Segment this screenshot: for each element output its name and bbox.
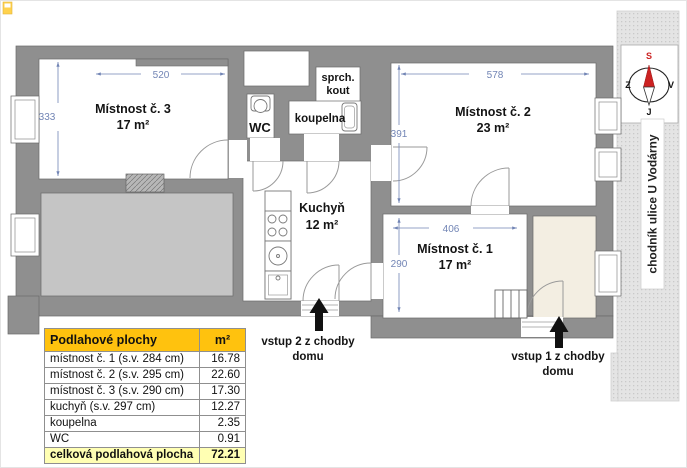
row-value: 2.35 <box>199 415 246 432</box>
fixtures <box>250 95 528 319</box>
table-row: kuchyň (s.v. 297 cm) 12.27 <box>44 399 246 416</box>
total-label: celková podlahová plocha <box>44 447 200 464</box>
dim-room3-height: 333 <box>39 112 56 123</box>
kitchen-area: 12 m² <box>306 218 339 232</box>
compass-east-label: V <box>668 80 674 90</box>
dim-room1-width: 406 <box>443 224 460 235</box>
row-label: místnost č. 2 (s.v. 295 cm) <box>44 367 200 384</box>
row-value: 17.30 <box>199 383 246 400</box>
room3-floor <box>38 58 229 180</box>
shaft-recess <box>243 50 310 87</box>
compass-north-label: S <box>646 51 652 61</box>
stove <box>264 210 292 242</box>
street-label: chodník ulice U Vodárny <box>640 118 665 290</box>
windows <box>10 95 622 297</box>
window-neighbor <box>10 213 40 257</box>
table-header-row: Podlahové plochy m² <box>44 328 246 352</box>
compass-needle-south <box>642 86 656 107</box>
room3-area: 17 m² <box>117 118 150 132</box>
dimension-labels: 520 333 578 391 406 290 <box>39 70 504 270</box>
room1-area: 17 m² <box>439 258 472 272</box>
compass-west-label: Z <box>625 80 631 90</box>
dim-room1-height: 290 <box>391 259 408 270</box>
row-value: 12.27 <box>199 399 246 416</box>
table-row: místnost č. 2 (s.v. 295 cm) 22.60 <box>44 367 246 384</box>
total-value: 72.21 <box>199 447 246 464</box>
room2-name: Místnost č. 2 <box>455 105 531 119</box>
row-value: 0.91 <box>199 431 246 448</box>
row-label: místnost č. 1 (s.v. 284 cm) <box>44 351 200 368</box>
wc-label: WC <box>249 120 271 135</box>
door-swings <box>189 139 564 318</box>
room-interiors <box>38 50 597 319</box>
table-total-row: celková podlahová plocha 72.21 <box>44 447 246 464</box>
table-row: koupelna 2.35 <box>44 415 246 432</box>
entrance1-arrow <box>549 316 569 348</box>
kitchen-unit <box>264 190 292 300</box>
entrance1-label-line2: domu <box>542 366 573 378</box>
bathtub <box>341 102 358 132</box>
compass-rose: S J Z V <box>620 44 679 124</box>
room2-floor <box>390 62 597 207</box>
entry-steps <box>494 289 528 319</box>
shower-floor <box>315 66 361 104</box>
window-room3 <box>10 95 40 144</box>
neighbor-area <box>40 192 234 297</box>
entrance2-arrow <box>309 298 329 331</box>
corner-artifact <box>2 1 13 15</box>
shower-label-line2: kout <box>326 85 350 97</box>
street-label-text: chodník ulice U Vodárny <box>646 134 660 273</box>
row-value: 22.60 <box>199 367 246 384</box>
room3-name: Místnost č. 3 <box>95 102 171 116</box>
row-label: koupelna <box>44 415 200 432</box>
table-title: Podlahové plochy <box>44 328 200 352</box>
row-label: místnost č. 3 (s.v. 290 cm) <box>44 383 200 400</box>
row-label: kuchyň (s.v. 297 cm) <box>44 399 200 416</box>
floor-areas-table: Podlahové plochy m² místnost č. 1 (s.v. … <box>44 328 246 464</box>
entrance2-label-line2: domu <box>292 351 323 363</box>
table-row: místnost č. 3 (s.v. 290 cm) 17.30 <box>44 383 246 400</box>
dim-room3-width: 520 <box>153 70 170 81</box>
vent-shaft <box>125 173 165 193</box>
dimensions <box>56 62 589 312</box>
entrances: vstup 2 z chodby domu vstup 1 z chodby d… <box>261 298 605 378</box>
entrance2-label-line1: vstup 2 z chodby <box>261 336 355 348</box>
dim-room2-height: 391 <box>391 129 408 140</box>
room-labels: Místnost č. 3 17 m² Místnost č. 2 23 m² … <box>95 72 531 272</box>
table-row: WC 0.91 <box>44 431 246 448</box>
table-unit-header: m² <box>199 328 246 352</box>
dim-room2-width: 578 <box>487 70 504 81</box>
entry-hall-floor <box>532 215 597 319</box>
compass-south-label: J <box>646 107 651 117</box>
room1-name: Místnost č. 1 <box>417 242 493 256</box>
toilet <box>250 95 271 113</box>
row-value: 16.78 <box>199 351 246 368</box>
table-row: místnost č. 1 (s.v. 284 cm) 16.78 <box>44 351 246 368</box>
row-label: WC <box>44 431 200 448</box>
entrance1-label-line1: vstup 1 z chodby <box>511 351 605 363</box>
kitchen-name: Kuchyň <box>299 201 345 215</box>
room2-area: 23 m² <box>477 121 510 135</box>
wall-details <box>125 58 229 193</box>
bathroom-label: koupelna <box>295 113 346 125</box>
shower-label-line1: sprch. <box>321 72 354 84</box>
